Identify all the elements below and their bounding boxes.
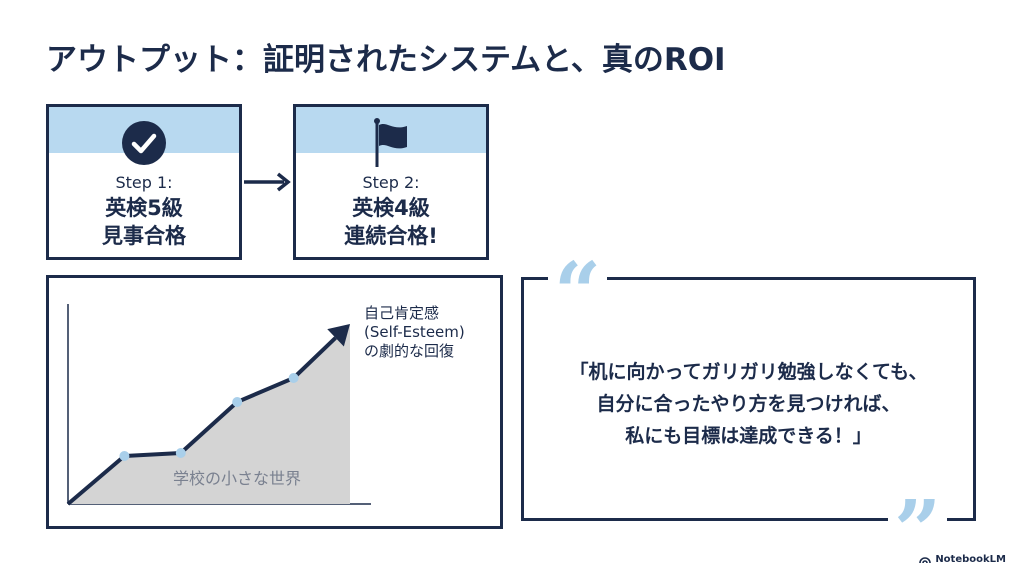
self-esteem-trend-graph: 学校の小さな世界 自己肯定感 (Self-Esteem) の劇的な回復 (66, 304, 465, 506)
flag-icon (371, 117, 415, 173)
growth-area (68, 324, 350, 504)
quote-line-2: 自分に合ったやり方を見つければ、 (596, 393, 901, 415)
notebooklm-logo-icon (919, 557, 932, 564)
annotation-line-3: の劇的な回復 (364, 342, 454, 360)
notebooklm-brand: NotebookLM (919, 554, 1006, 565)
annotation-line-1: 自己肯定感 (364, 304, 439, 322)
quote-line-1: 「机に向かってガリガリ勉強しなくても、 (569, 361, 928, 383)
trend-point-3 (232, 397, 243, 407)
close-quote-icon: ” (888, 490, 948, 572)
brand-label: NotebookLM (935, 554, 1006, 565)
open-quote-icon: “ (548, 252, 608, 334)
trend-point-1 (119, 451, 130, 461)
step-1-title: 英検5級 (105, 196, 183, 220)
annotation-line-2: (Self-Esteem) (364, 323, 465, 341)
area-label: 学校の小さな世界 (173, 469, 301, 488)
step-arrow (244, 172, 291, 192)
step-1-card: Step 1: 英検5級 見事合格 (46, 104, 242, 260)
step-2-subtitle: 連続合格! (344, 224, 438, 248)
step-2-card: Step 2: 英検4級 連続合格! (293, 104, 489, 260)
quote-text: 「机に向かってガリガリ勉強しなくても、 自分に合ったやり方を見つければ、 私にも… (521, 356, 976, 452)
quote-panel (521, 277, 976, 521)
slide-title: アウトプット：証明されたシステムと、真のROI (46, 42, 726, 78)
step-1-subtitle: 見事合格 (102, 224, 186, 248)
trend-point-2 (175, 448, 186, 458)
quote-line-3: 私にも目標は達成できる！」 (625, 425, 872, 447)
self-esteem-graph-panel: 学校の小さな世界 自己肯定感 (Self-Esteem) の劇的な回復 (46, 275, 503, 529)
check-icon (122, 121, 166, 165)
step-1-label: Step 1: (115, 173, 173, 192)
trend-point-4 (288, 373, 299, 383)
trend-arrowhead (327, 324, 350, 347)
step-2-title: 英検4級 (352, 196, 430, 220)
trend-line (66, 336, 337, 506)
step-2-label: Step 2: (362, 173, 420, 192)
